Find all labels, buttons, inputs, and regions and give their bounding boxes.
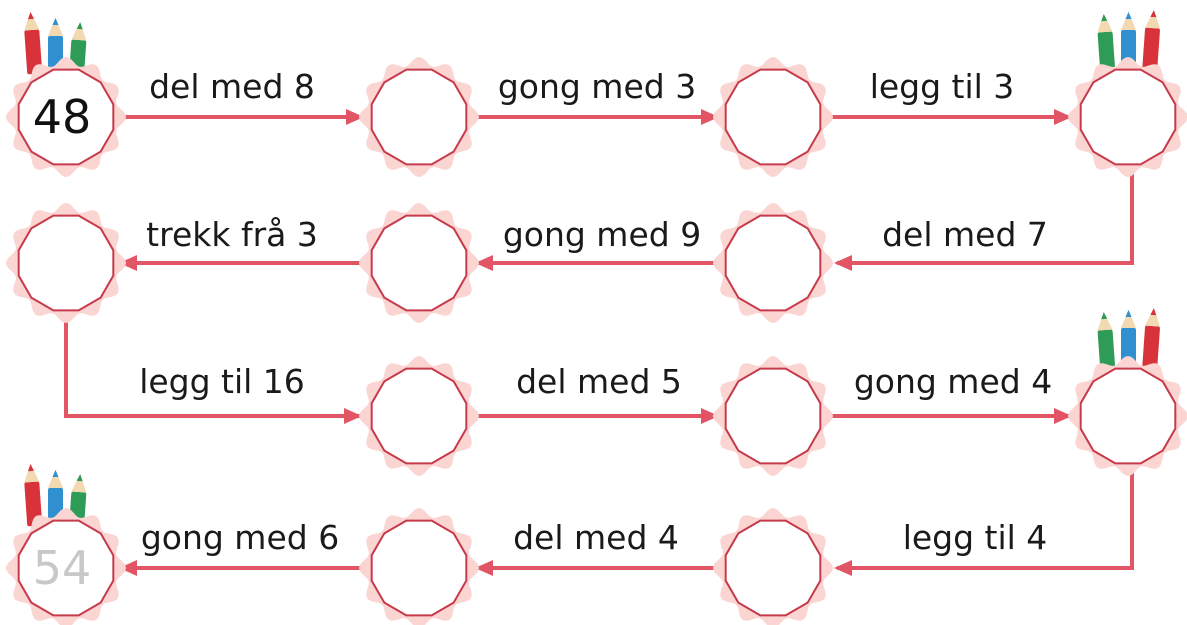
start-value: 48	[33, 90, 92, 144]
answer-slot	[359, 203, 479, 323]
answer-slot	[359, 356, 479, 476]
arrowhead	[834, 560, 852, 576]
badge-face[interactable]	[372, 70, 467, 165]
operation-label: del med 5	[516, 362, 682, 401]
operation-label: legg til 4	[903, 518, 1048, 557]
answer-slot	[1068, 57, 1187, 177]
operation-label: del med 7	[882, 215, 1048, 254]
answer-slot	[359, 57, 479, 177]
answer-slot	[359, 508, 479, 625]
pencil-icon	[1142, 10, 1161, 73]
answer-slot	[713, 356, 833, 476]
badge-face[interactable]	[726, 216, 821, 311]
arrowhead-layer	[119, 109, 1072, 576]
badge-face[interactable]	[726, 70, 821, 165]
badge-face[interactable]	[372, 216, 467, 311]
answer-slot	[713, 508, 833, 625]
badge-face[interactable]	[1081, 369, 1176, 464]
node-end: 54	[6, 508, 126, 625]
end-value: 54	[33, 541, 92, 595]
badge-face[interactable]	[19, 216, 114, 311]
operation-label: gong med 6	[141, 518, 339, 557]
badge-face[interactable]	[372, 369, 467, 464]
label-layer: del med 8 gong med 3 legg til 3 del med …	[139, 67, 1052, 557]
pencil-icon	[1142, 308, 1161, 371]
arrowhead	[834, 255, 852, 271]
connector-layer	[66, 117, 1132, 568]
operation-label: trekk frå 3	[146, 215, 318, 254]
badge-face[interactable]	[726, 369, 821, 464]
node-start: 48	[6, 57, 126, 177]
operation-label: legg til 3	[870, 67, 1015, 106]
operation-label: del med 8	[149, 67, 315, 106]
operation-label: legg til 16	[139, 362, 305, 401]
answer-slot	[6, 203, 126, 323]
pencil-icon	[1096, 312, 1115, 371]
badge-face[interactable]	[1081, 70, 1176, 165]
answer-slot	[713, 57, 833, 177]
badge-face[interactable]	[726, 521, 821, 616]
operation-label: gong med 9	[503, 215, 701, 254]
pencil-icon	[1096, 14, 1115, 73]
operation-label: gong med 3	[498, 67, 696, 106]
answer-slot	[1068, 356, 1187, 476]
operation-label: gong med 4	[854, 362, 1052, 401]
operation-label: del med 4	[513, 518, 679, 557]
pencils-decoration-start	[23, 12, 88, 75]
answer-slot	[713, 203, 833, 323]
badge-face[interactable]	[372, 521, 467, 616]
